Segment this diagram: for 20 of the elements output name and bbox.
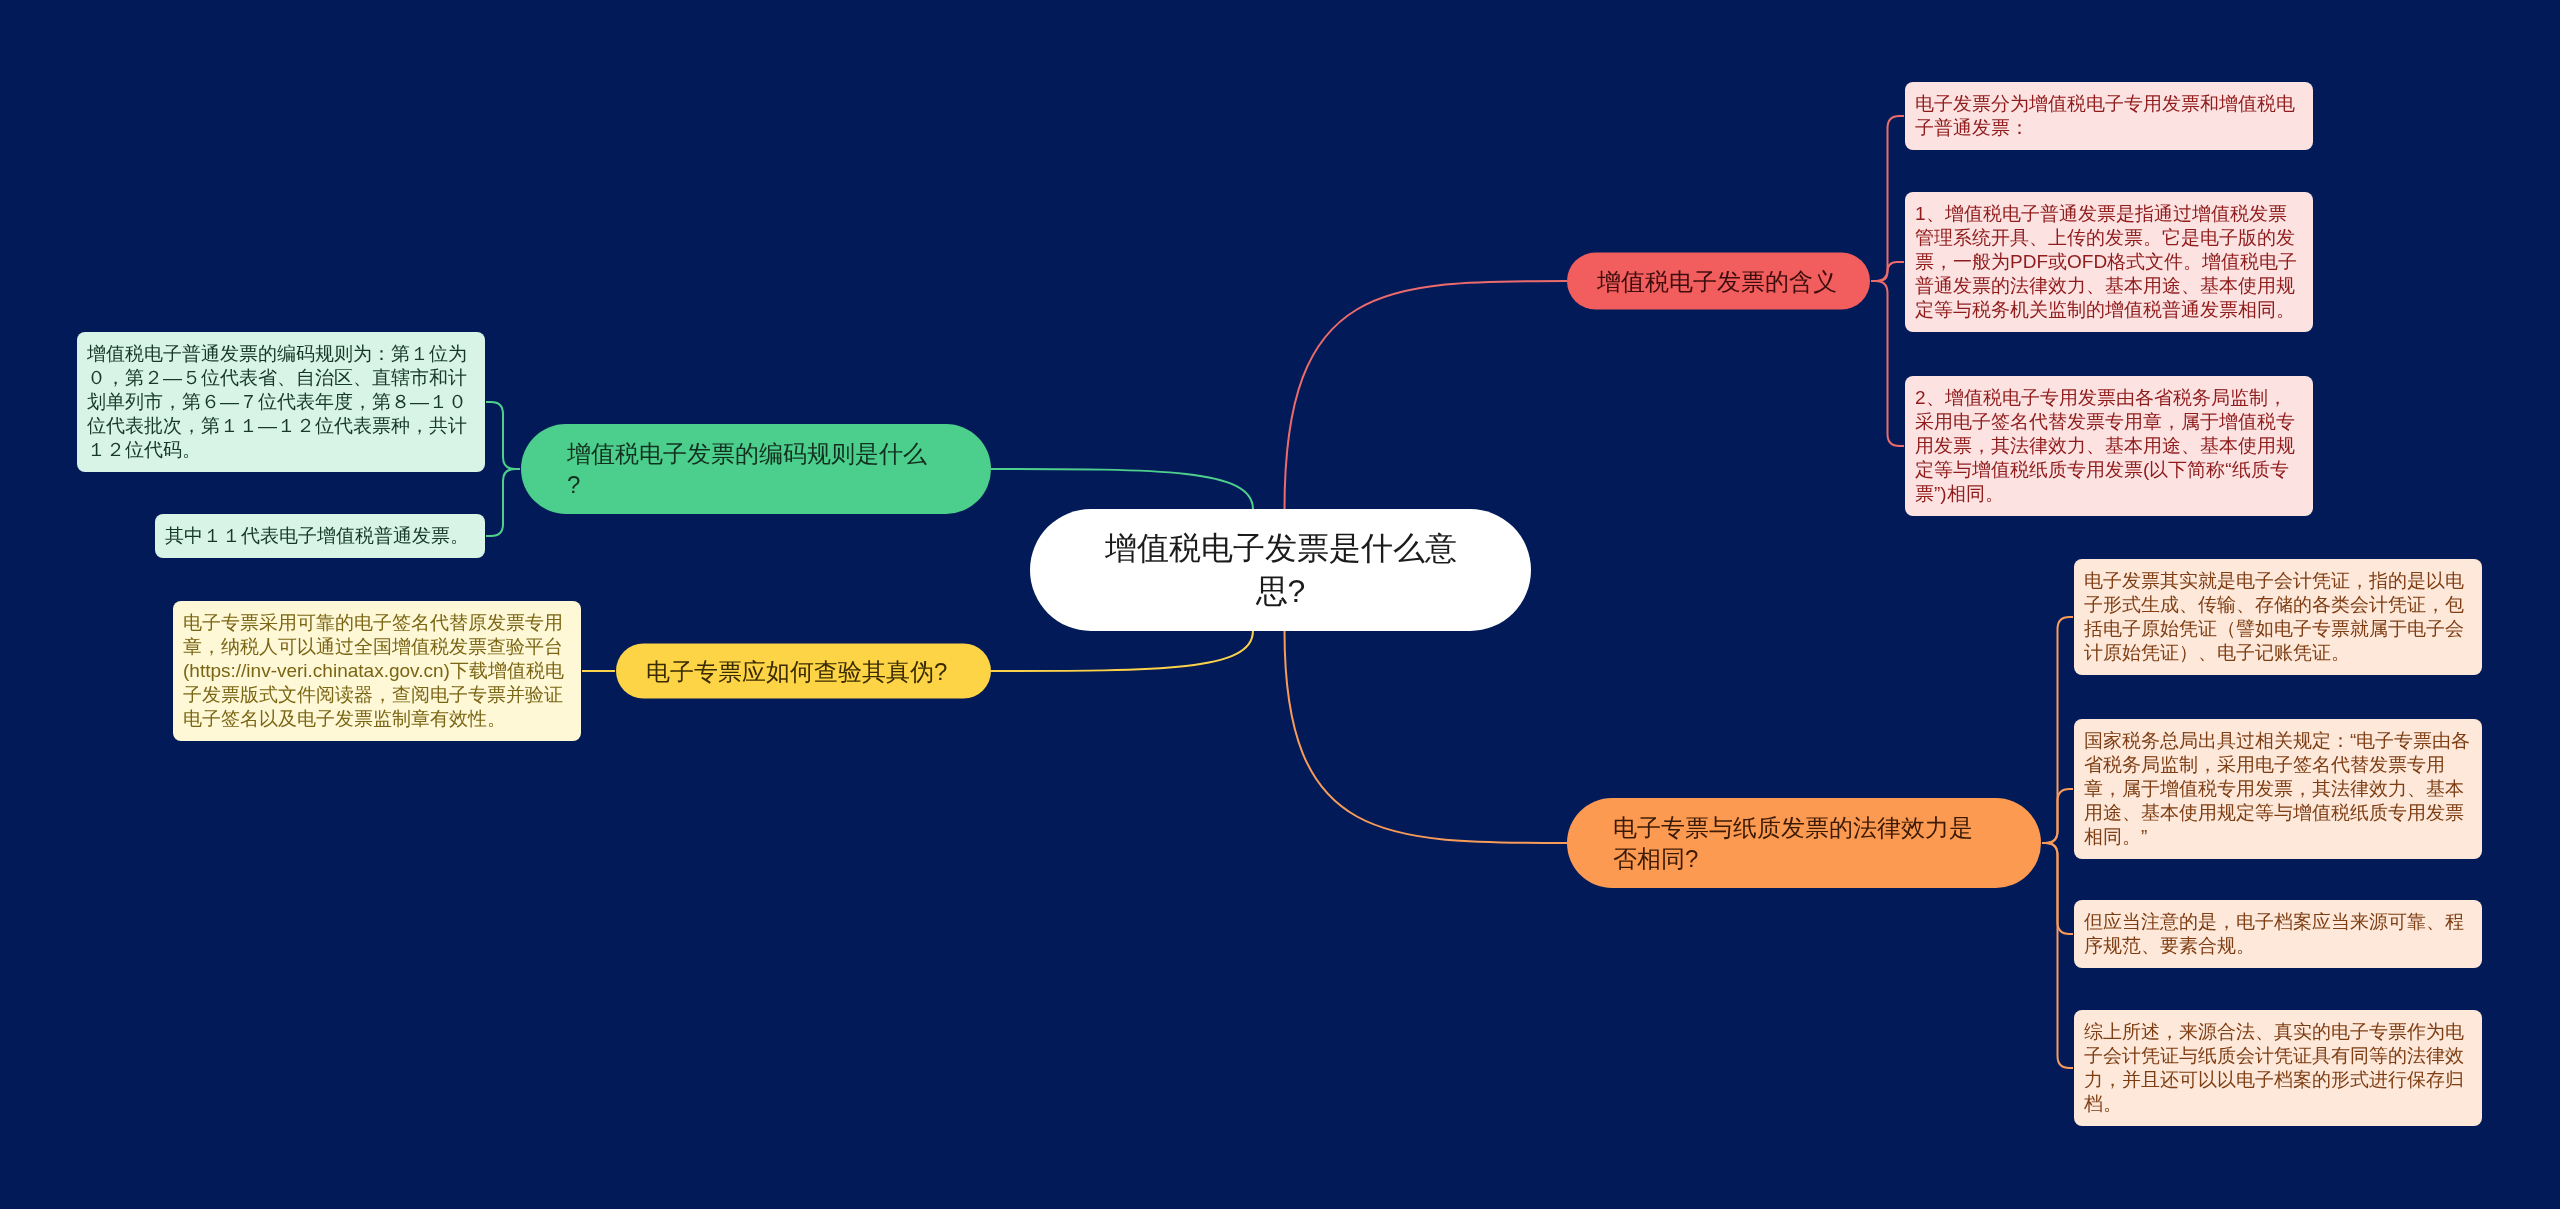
note-card: 国家税务总局出具过相关规定：“电子专票由各省税务局监制，采用电子签名代替发票专用章，属于增值税专用发票，其法律效力、基本用途、基本使用规定等与增值税纸质专用发票相同。” bbox=[2074, 719, 2482, 859]
branch-topic: 电子专票与纸质发票的法律效力是否相同? bbox=[1567, 798, 2041, 888]
note-card: 但应当注意的是，电子档案应当来源可靠、程序规范、要素合规。 bbox=[2074, 900, 2482, 968]
note-card: 1、增值税电子普通发票是指通过增值税发票管理系统开具、上传的发票。它是电子版的发票，一般为PDF或OFD格式文件。增值税电子普通发票的法律效力、基本用途、基本使用规定等与税务机关监制的增值税普通发票相同。 bbox=[1905, 192, 2313, 332]
branch-topic: 电子专票应如何查验其真伪? bbox=[616, 643, 991, 699]
note-card: 其中１１代表电子增值税普通发票。 bbox=[155, 514, 485, 558]
connector-line bbox=[990, 630, 1254, 672]
connector-line bbox=[581, 670, 616, 672]
note-card: 增值税电子普通发票的编码规则为：第１位为０，第２—５位代表省、自治区、直辖市和计划单列市，第６—７位代表年度，第８—１０位代表批次，第１１—１２位代表票种，共计１２位代码。 bbox=[77, 332, 485, 472]
note-card: 电子发票其实就是电子会计凭证，指的是以电子形式生成、传输、存储的各类会计凭证，包括电子原始凭证（譬如电子专票就属于电子会计原始凭证）、电子记账凭证。 bbox=[2074, 559, 2482, 675]
note-card: 2、增值税电子专用发票由各省税务局监制，采用电子签名代替发票专用章，属于增值税专用发票，其法律效力、基本用途、基本使用规定等与增值税纸质专用发票(以下简称“纸质专票”)相同。 bbox=[1905, 376, 2313, 516]
note-card: 电子发票分为增值税电子专用发票和增值税电子普通发票： bbox=[1905, 82, 2313, 150]
connector-line bbox=[1283, 630, 1568, 844]
central-topic: 增值税电子发票是什么意思? bbox=[1030, 509, 1531, 631]
branch-topic: 增值税电子发票的编码规则是什么? bbox=[521, 424, 991, 514]
connector-line bbox=[990, 468, 1254, 510]
note-card: 电子专票采用可靠的电子签名代替原发票专用章，纳税人可以通过全国增值税发票查验平台(https://inv-veri.chinatax.gov.cn)下载增值税电子发票版式文件阅读器，查阅电子专票并验证电子签名以及电子发票监制章有效性。 bbox=[173, 601, 581, 741]
connector-line bbox=[1283, 280, 1568, 510]
branch-topic: 增值税电子发票的含义 bbox=[1567, 252, 1870, 310]
note-card: 综上所述，来源合法、真实的电子专票作为电子会计凭证与纸质会计凭证具有同等的法律效力，并且还可以以电子档案的形式进行保存归档。 bbox=[2074, 1010, 2482, 1126]
